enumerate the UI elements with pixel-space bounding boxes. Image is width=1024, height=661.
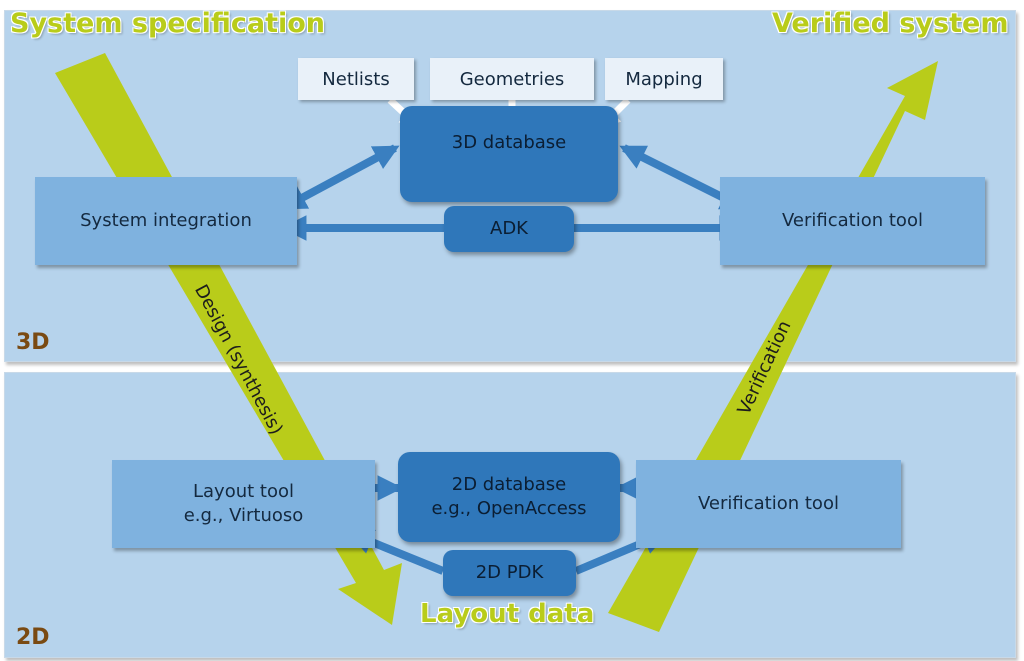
pdk-box: 2D PDK <box>443 550 576 596</box>
db3d-integration-connector <box>280 144 400 211</box>
layer-3d-label: 3D <box>16 330 50 355</box>
layout-data-title: Layout data <box>420 599 595 629</box>
mapping-box: Mapping <box>605 58 723 100</box>
netlists-box: Netlists <box>298 58 414 100</box>
system-specification-title: System specification <box>10 8 326 39</box>
geometries-box: Geometries <box>430 58 594 100</box>
layout-tool-example: e.g., Virtuoso <box>183 505 304 526</box>
system-integration-box: System integration <box>35 177 297 265</box>
verification-tool-3d-box: Verification tool <box>720 177 985 265</box>
layout-tool-label: Layout tool <box>193 481 294 502</box>
database-3d-label: 3D database <box>451 132 567 153</box>
database-3d-box: 3D database <box>400 106 618 202</box>
database-2d-label: 2D database <box>451 474 567 495</box>
layer-2d-label: 2D <box>16 625 50 650</box>
database-2d-box: 2D database e.g., OpenAccess <box>398 452 620 542</box>
layout-tool-box: Layout tool e.g., Virtuoso <box>112 460 375 548</box>
adk-box: ADK <box>444 206 574 252</box>
database-2d-example: e.g., OpenAccess <box>431 498 587 519</box>
verification-tool-2d-box: Verification tool <box>636 460 901 548</box>
verified-system-title: Verified system <box>772 8 1009 39</box>
